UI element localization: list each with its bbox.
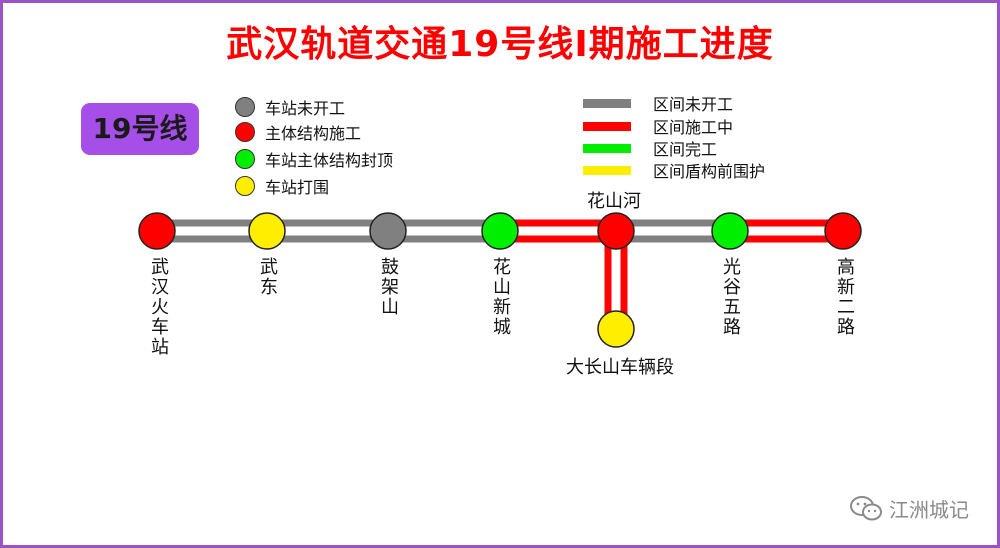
station-label: 高新二路 (837, 257, 855, 338)
station-label: 鼓架山 (381, 257, 399, 318)
legend-section-item: 区间施工中 (583, 115, 733, 137)
legend-section-item: 区间未开工 (583, 92, 733, 114)
station-label: 武东 (260, 257, 278, 298)
legend-dot (235, 176, 255, 196)
legend-station-item: 主体结构施工 (235, 121, 361, 143)
legend-station-item: 车站主体结构封顶 (235, 148, 393, 170)
legend-dot (235, 149, 255, 169)
legend-station-item: 车站打围 (235, 175, 329, 197)
depot-marker (597, 310, 635, 348)
station-label: 光谷五路 (723, 257, 741, 338)
station-marker (138, 212, 176, 250)
station-marker (481, 212, 519, 250)
station-marker (597, 212, 635, 250)
legend-bar (583, 121, 631, 131)
legend-station-item: 车站未开工 (235, 96, 345, 118)
station-marker (369, 212, 407, 250)
wechat-icon (850, 495, 882, 520)
legend-section-item: 区间完工 (583, 137, 717, 159)
watermark: 江洲城记 (849, 494, 969, 523)
legend-label: 车站未开工 (265, 99, 346, 118)
legend-label: 区间盾构前围护 (653, 162, 766, 181)
depot-label: 大长山车辆段 (566, 357, 674, 378)
line-diagram (138, 212, 862, 348)
line-badge: 19号线 (81, 103, 199, 155)
legend-label: 区间未开工 (653, 95, 734, 114)
station-marker (711, 212, 749, 250)
legend-label: 车站打围 (265, 178, 330, 197)
legend-label: 主体结构施工 (265, 124, 362, 143)
legend-section-item: 区间盾构前围护 (583, 159, 765, 181)
legend-bar (583, 165, 631, 175)
watermark-text: 江洲城记 (889, 498, 969, 522)
station-marker (248, 212, 286, 250)
station-label: 花山河 (587, 191, 641, 212)
page-title: 武汉轨道交通19号线I期施工进度 (226, 24, 774, 65)
station-marker (824, 212, 862, 250)
legend-dot (235, 97, 255, 117)
legend-label: 车站主体结构封顶 (265, 151, 394, 170)
station-label: 武汉火车站 (151, 257, 169, 358)
legend-label: 区间施工中 (653, 118, 734, 137)
legend-dot (235, 122, 255, 142)
legend-bar (583, 98, 631, 108)
station-label: 花山新城 (493, 257, 511, 338)
legend-bar (583, 143, 631, 153)
legend-label: 区间完工 (653, 140, 718, 159)
